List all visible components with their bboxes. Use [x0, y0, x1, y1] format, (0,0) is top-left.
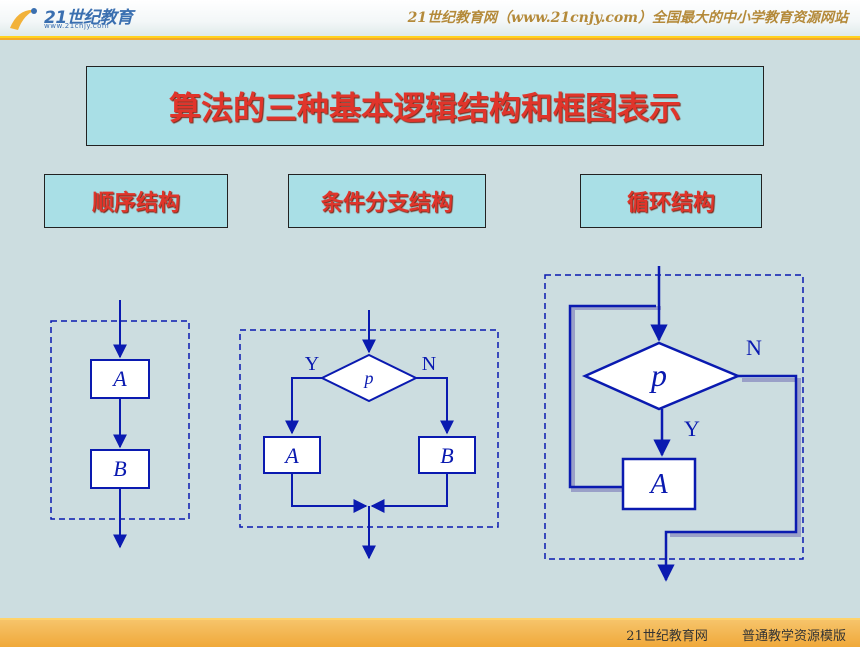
conditional-merge-left	[291, 473, 368, 513]
conditional-merge-right	[370, 473, 448, 513]
conditional-yes-label: Y	[305, 353, 319, 375]
conditional-condition-label: p	[363, 368, 374, 388]
conditional-box-b-label: B	[440, 443, 453, 468]
header-bar: 21世纪教育 www.21cnjy.com 21世纪教育网（www.21cnjy…	[0, 0, 860, 40]
logo-dot-icon	[31, 8, 37, 14]
label-loop-text: 循环结构	[626, 190, 715, 216]
loop-yes-label: Y	[684, 416, 700, 441]
label-loop: 循环结构	[580, 174, 762, 228]
loop-back-path	[568, 304, 656, 489]
conditional-yes-branch	[285, 377, 322, 435]
conditional-diagram	[239, 310, 499, 560]
label-sequence: 顺序结构	[44, 174, 228, 228]
sequence-box-b-label: B	[113, 456, 126, 481]
conditional-no-branch	[416, 377, 454, 435]
loop-exit-path-shadow	[670, 378, 801, 537]
title-box: 算法的三种基本逻辑结构和框图表示	[86, 66, 764, 146]
sequence-diagram	[50, 300, 190, 549]
loop-back-path-shadow	[571, 306, 661, 492]
logo-url: www.21cnjy.com	[44, 22, 110, 30]
loop-dashed-frame	[544, 274, 804, 560]
logo-swoosh-icon	[10, 9, 36, 30]
page-title: 算法的三种基本逻辑结构和框图表示	[168, 89, 681, 127]
sequence-box-b	[90, 449, 150, 489]
site-slogan: 21世纪教育网（www.21cnjy.com）全国最大的中小学教育资源网站	[407, 10, 848, 26]
label-conditional-text: 条件分支结构	[320, 190, 453, 216]
logo-text: 21世纪教育	[44, 8, 133, 28]
loop-body-box	[621, 457, 697, 511]
label-sequence-text: 顺序结构	[91, 190, 180, 216]
label-conditional: 条件分支结构	[288, 174, 486, 228]
footer-template: 普通教学资源模版	[741, 629, 846, 644]
logo	[10, 8, 37, 30]
loop-condition-label: p	[649, 357, 667, 393]
footer-site: 21世纪教育网	[626, 629, 708, 644]
loop-exit-path	[657, 374, 798, 582]
conditional-no-label: N	[422, 353, 436, 375]
footer-bar: 21世纪教育网 普通教学资源模版	[0, 618, 860, 647]
sequence-box-a-label: A	[111, 366, 127, 391]
loop-body-label: A	[648, 469, 668, 500]
conditional-box-a-label: A	[283, 443, 299, 468]
footer-text: 21世纪教育网 普通教学资源模版	[596, 625, 846, 644]
loop-no-label: N	[746, 335, 762, 360]
loop-diagram	[544, 266, 804, 582]
